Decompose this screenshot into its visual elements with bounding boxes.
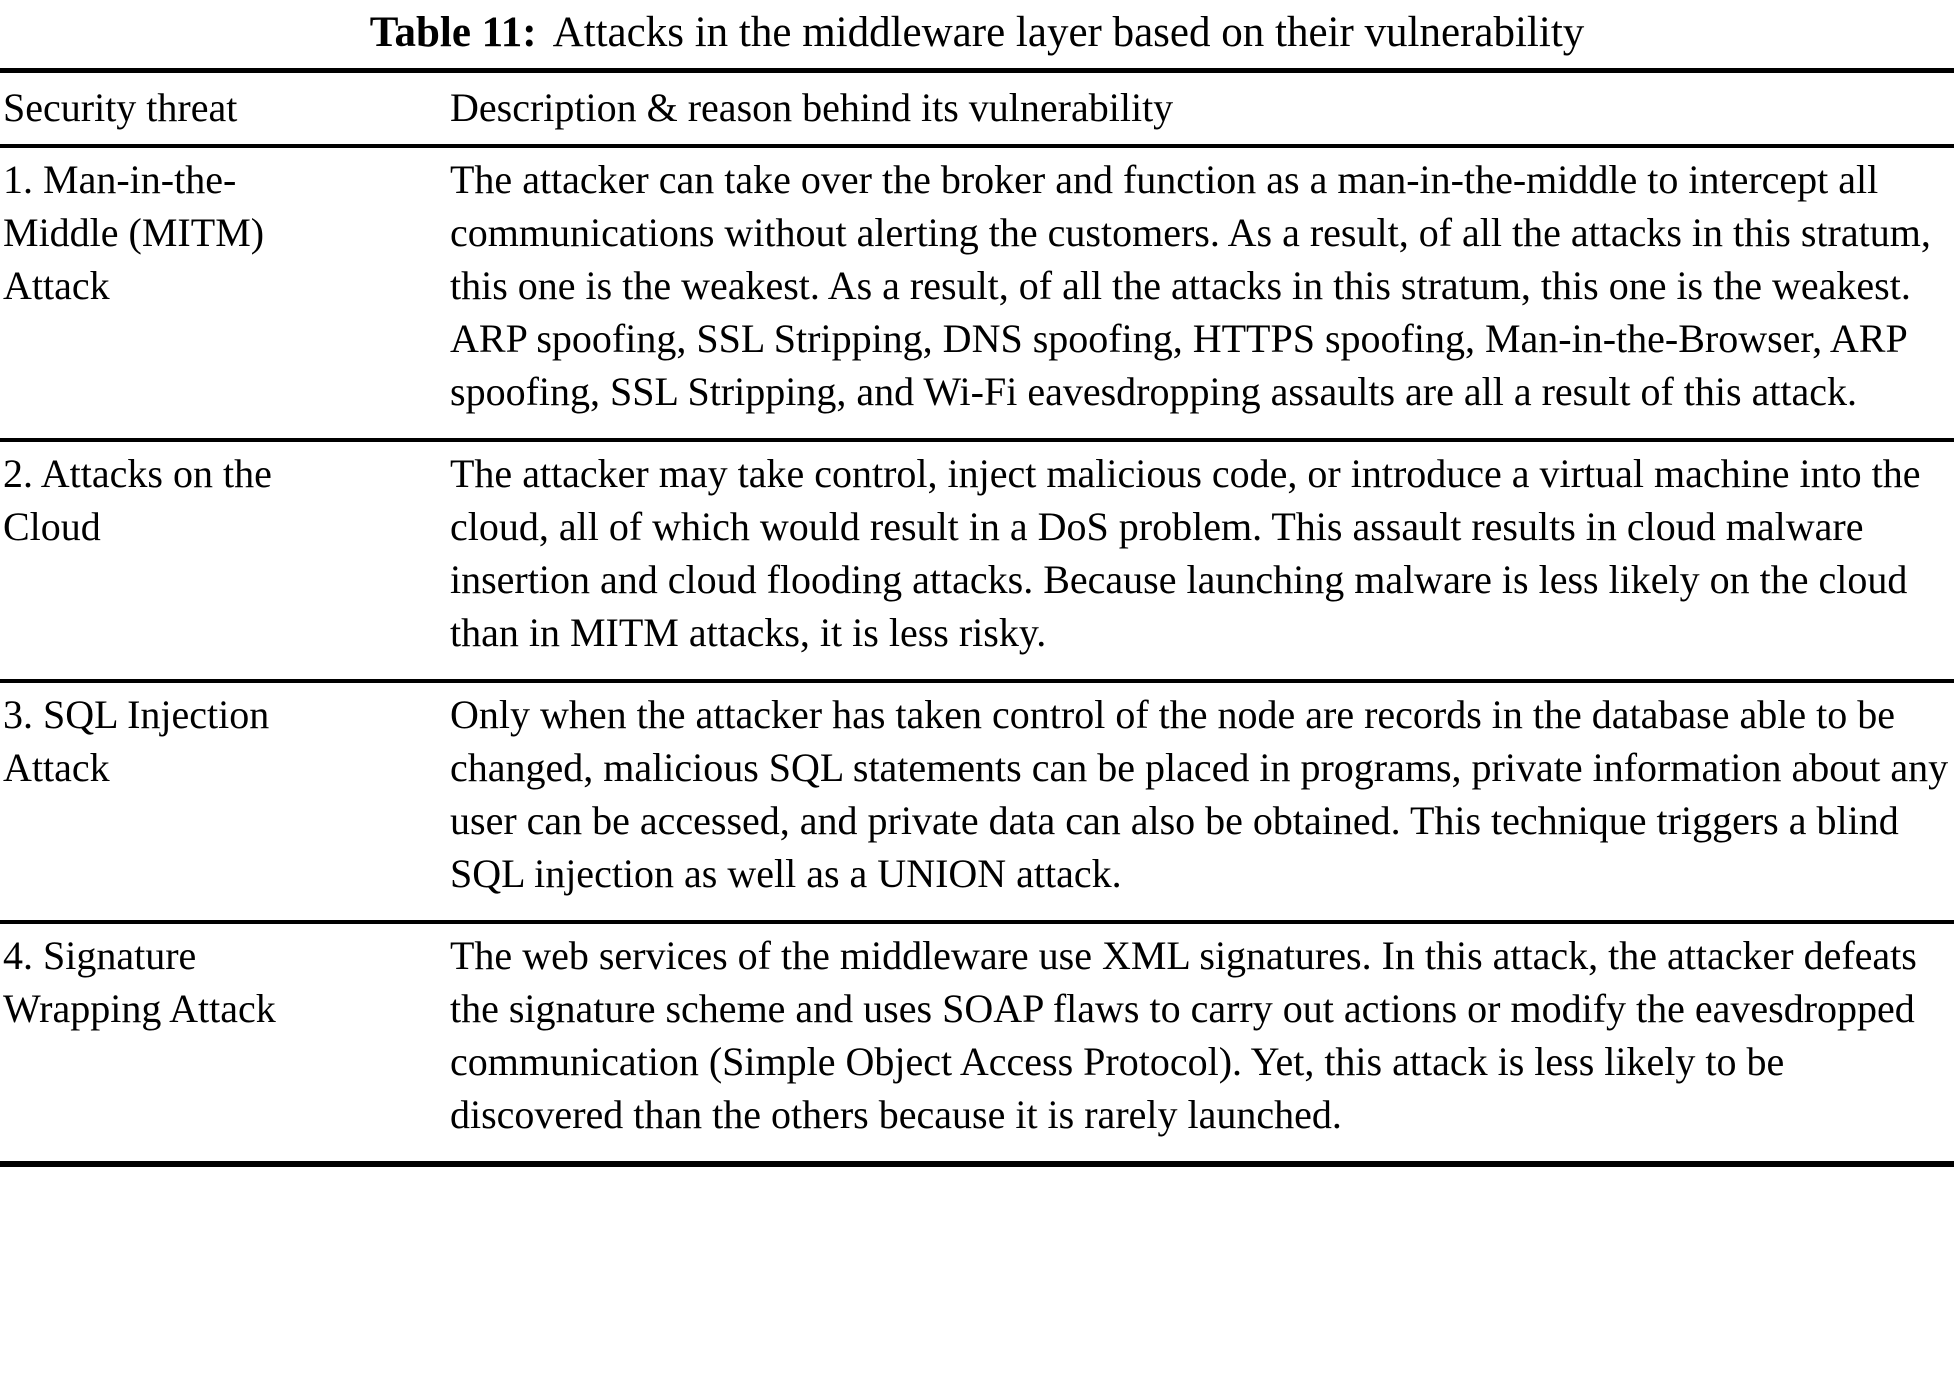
table-row-mitm-attack: 1. Man-in-the- Middle (MITM) Attack The … bbox=[0, 146, 1954, 442]
description-cell: The attacker can take over the broker an… bbox=[450, 146, 1954, 442]
table-caption: Table 11: Attacks in the middleware layer… bbox=[0, 0, 1954, 68]
middleware-attacks-table: Security threat Description & reason beh… bbox=[0, 68, 1954, 1167]
table-caption-label: Table 11: bbox=[369, 9, 537, 56]
threat-cell: 2. Attacks on the Cloud bbox=[0, 440, 450, 683]
description-cell: The web services of the middleware use X… bbox=[450, 933, 1917, 1137]
column-header-security-threat: Security threat bbox=[0, 70, 450, 148]
threat-cell: 1. Man-in-the- Middle (MITM) Attack bbox=[0, 146, 450, 442]
column-header-description: Description & reason behind its vulnerab… bbox=[450, 70, 1954, 148]
description-cell: Only when the attacker has taken control… bbox=[450, 681, 1954, 924]
table-caption-text: Attacks in the middleware layer based on… bbox=[552, 9, 1585, 56]
threat-cell: 4. Signature Wrapping Attack bbox=[3, 933, 276, 1031]
table-row-signature-wrapping: 4. Signature Wrapping Attack The web ser… bbox=[0, 922, 1954, 1164]
threat-cell: 3. SQL Injection Attack bbox=[0, 681, 450, 924]
description-cell: The attacker may take control, inject ma… bbox=[450, 440, 1954, 683]
table-header-row: Security threat Description & reason beh… bbox=[0, 70, 1954, 148]
table-row-cloud-attacks: 2. Attacks on the Cloud The attacker may… bbox=[0, 440, 1954, 683]
table-row-sql-injection: 3. SQL Injection Attack Only when the at… bbox=[0, 681, 1954, 924]
